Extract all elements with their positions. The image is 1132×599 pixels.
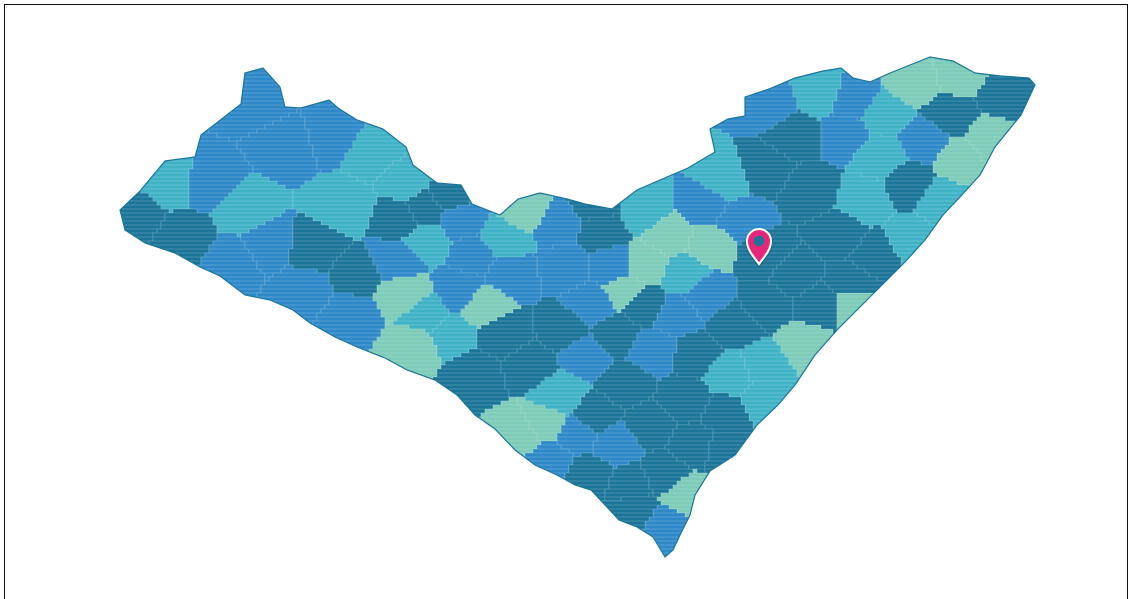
choropleth-map[interactable] (5, 5, 1128, 599)
municipality-region[interactable] (704, 296, 770, 350)
municipality-region[interactable] (544, 45, 634, 222)
municipality-region[interactable] (105, 232, 266, 569)
municipality-region[interactable] (796, 208, 870, 262)
municipality-region[interactable] (740, 380, 1045, 573)
municipality-region[interactable] (600, 45, 798, 138)
municipality-region[interactable] (896, 112, 950, 166)
map-frame (4, 4, 1128, 599)
municipality-regions[interactable] (105, 45, 1045, 573)
municipality-region[interactable] (340, 45, 502, 186)
municipality-region[interactable] (772, 320, 1045, 514)
map-pin-center-dot (753, 235, 765, 247)
municipality-region[interactable] (532, 492, 662, 573)
municipality-region[interactable] (260, 396, 542, 573)
municipality-region[interactable] (364, 196, 418, 242)
municipality-region[interactable] (680, 268, 738, 322)
municipality-region[interactable] (128, 292, 386, 573)
municipality-region[interactable] (652, 372, 714, 426)
map-pin-icon[interactable] (745, 227, 773, 266)
municipality-region[interactable] (880, 212, 1045, 386)
municipality-region[interactable] (372, 272, 434, 326)
municipality-region[interactable] (836, 292, 1045, 510)
municipality-region[interactable] (396, 440, 574, 573)
municipality-region[interactable] (428, 45, 530, 210)
municipality-region[interactable] (820, 112, 870, 170)
municipality-region[interactable] (236, 320, 442, 573)
municipality-region[interactable] (620, 92, 674, 238)
municipality-region[interactable] (912, 176, 1045, 286)
municipality-region[interactable] (488, 45, 558, 234)
municipality-region[interactable] (516, 396, 566, 442)
state-outline (119, 56, 1036, 558)
municipality-region[interactable] (556, 412, 598, 458)
municipality-region[interactable] (105, 264, 334, 573)
map-pin-body (745, 227, 773, 266)
municipality-region[interactable] (660, 252, 714, 294)
municipality-region[interactable] (700, 392, 758, 434)
municipality-region[interactable] (704, 432, 986, 573)
municipality-region[interactable] (105, 208, 218, 410)
municipality-region[interactable] (105, 53, 194, 214)
